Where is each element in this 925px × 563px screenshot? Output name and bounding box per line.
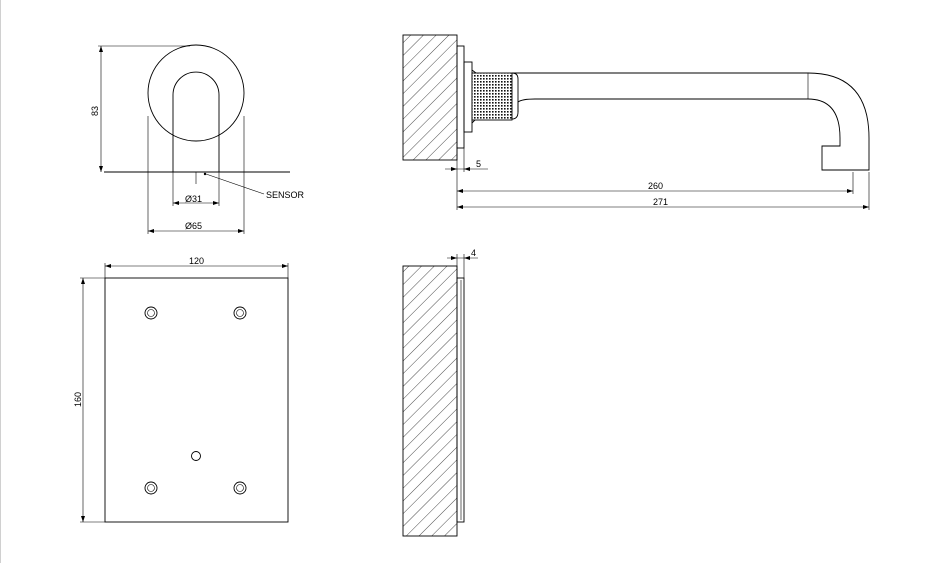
dim-271-label: 271	[653, 197, 668, 207]
plate-side-view: 4	[402, 248, 478, 537]
sensor-leader: SENSOR	[203, 172, 305, 200]
dim-thickness-4: 4	[447, 248, 478, 278]
dim-height-160: 160	[73, 277, 105, 523]
plate-profile	[456, 277, 465, 523]
dim-260-label: 260	[648, 181, 663, 191]
dim-projection-260: 260	[456, 172, 854, 210]
wall-section	[402, 34, 458, 161]
mounting-hole-top-right	[233, 306, 247, 320]
spout-arch	[172, 71, 220, 172]
rosette	[463, 61, 473, 133]
dim-31-label: Ø31	[185, 194, 202, 204]
sensor-label: SENSOR	[266, 190, 305, 200]
dim-5-label: 5	[476, 159, 481, 169]
mounting-hole-bottom-right	[233, 481, 247, 495]
dim-4-label: 4	[471, 248, 476, 258]
dim-total-271: 271	[457, 172, 870, 210]
dim-diameter-65: Ø65	[148, 221, 244, 233]
dim-height-83: 83	[90, 45, 190, 172]
knurled-collar	[471, 72, 513, 121]
left-border	[0, 0, 1, 563]
plate-front-view: 120 160	[73, 256, 289, 523]
center-hole	[191, 451, 201, 461]
spout-outer-ring	[147, 44, 245, 142]
spout-bend	[807, 72, 870, 171]
collar-transition	[511, 72, 519, 120]
dim-65-label: Ø65	[185, 221, 202, 231]
dim-120-label: 120	[189, 256, 204, 266]
mounting-hole-bottom-left	[144, 481, 158, 495]
wall-plate	[456, 45, 465, 149]
mounting-hole-top-left	[144, 306, 158, 320]
side-view: 5 260 271	[402, 34, 870, 210]
dim-83-label: 83	[90, 106, 100, 116]
mounting-plate	[104, 277, 289, 523]
front-view: 83 SENSOR Ø31 Ø65	[90, 44, 305, 234]
spout-body	[517, 98, 808, 112]
wall-section-lower	[402, 265, 458, 537]
dim-width-120: 120	[104, 256, 289, 278]
dim-diameter-31: Ø31	[173, 194, 219, 205]
dim-160-label: 160	[73, 392, 83, 407]
dim-gap-5: 5	[445, 148, 488, 172]
